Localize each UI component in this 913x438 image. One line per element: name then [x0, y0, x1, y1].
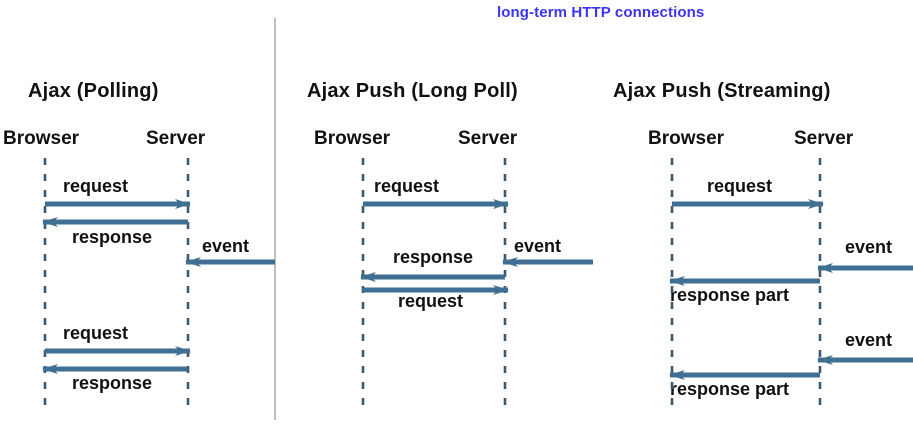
message-label-request-1: request: [374, 176, 440, 196]
actor-label-browser: Browser: [3, 128, 80, 149]
actor-label-server: Server: [146, 128, 206, 149]
message-label-response-part-2: response part: [670, 379, 790, 399]
message-label-event-1: event: [845, 237, 893, 257]
panel-title: Ajax (Polling): [28, 80, 159, 102]
message-label-response-1: response: [393, 247, 474, 267]
message-label-event-1: event: [202, 236, 250, 256]
actor-label-browser: Browser: [314, 128, 391, 149]
message-label-response-2: response: [72, 373, 153, 393]
message-label-response-part-1: response part: [670, 285, 790, 305]
actor-label-server: Server: [458, 128, 518, 149]
panel-ajax-long-poll: Ajax Push (Long Poll) Browser Server req…: [274, 0, 594, 438]
message-label-request-1: request: [707, 176, 773, 196]
panel-ajax-streaming: Ajax Push (Streaming) Browser Server req…: [594, 0, 913, 438]
message-label-response-1: response: [72, 227, 153, 247]
message-arrows: [42, 199, 913, 380]
message-label-event-2: event: [845, 330, 893, 350]
panel-ajax-polling: Ajax (Polling) Browser Server request re…: [0, 0, 274, 438]
actor-label-server: Server: [794, 128, 854, 149]
message-label-request-1: request: [63, 176, 129, 196]
message-label-event-1: event: [514, 236, 562, 256]
page-title: long-term HTTP connections: [497, 4, 705, 21]
message-label-request-2: request: [398, 291, 464, 311]
message-label-request-2: request: [63, 323, 129, 343]
panel-title: Ajax Push (Streaming): [613, 80, 831, 102]
panel-divider: [274, 18, 276, 420]
panel-title: Ajax Push (Long Poll): [307, 80, 518, 102]
actor-label-browser: Browser: [648, 128, 725, 149]
